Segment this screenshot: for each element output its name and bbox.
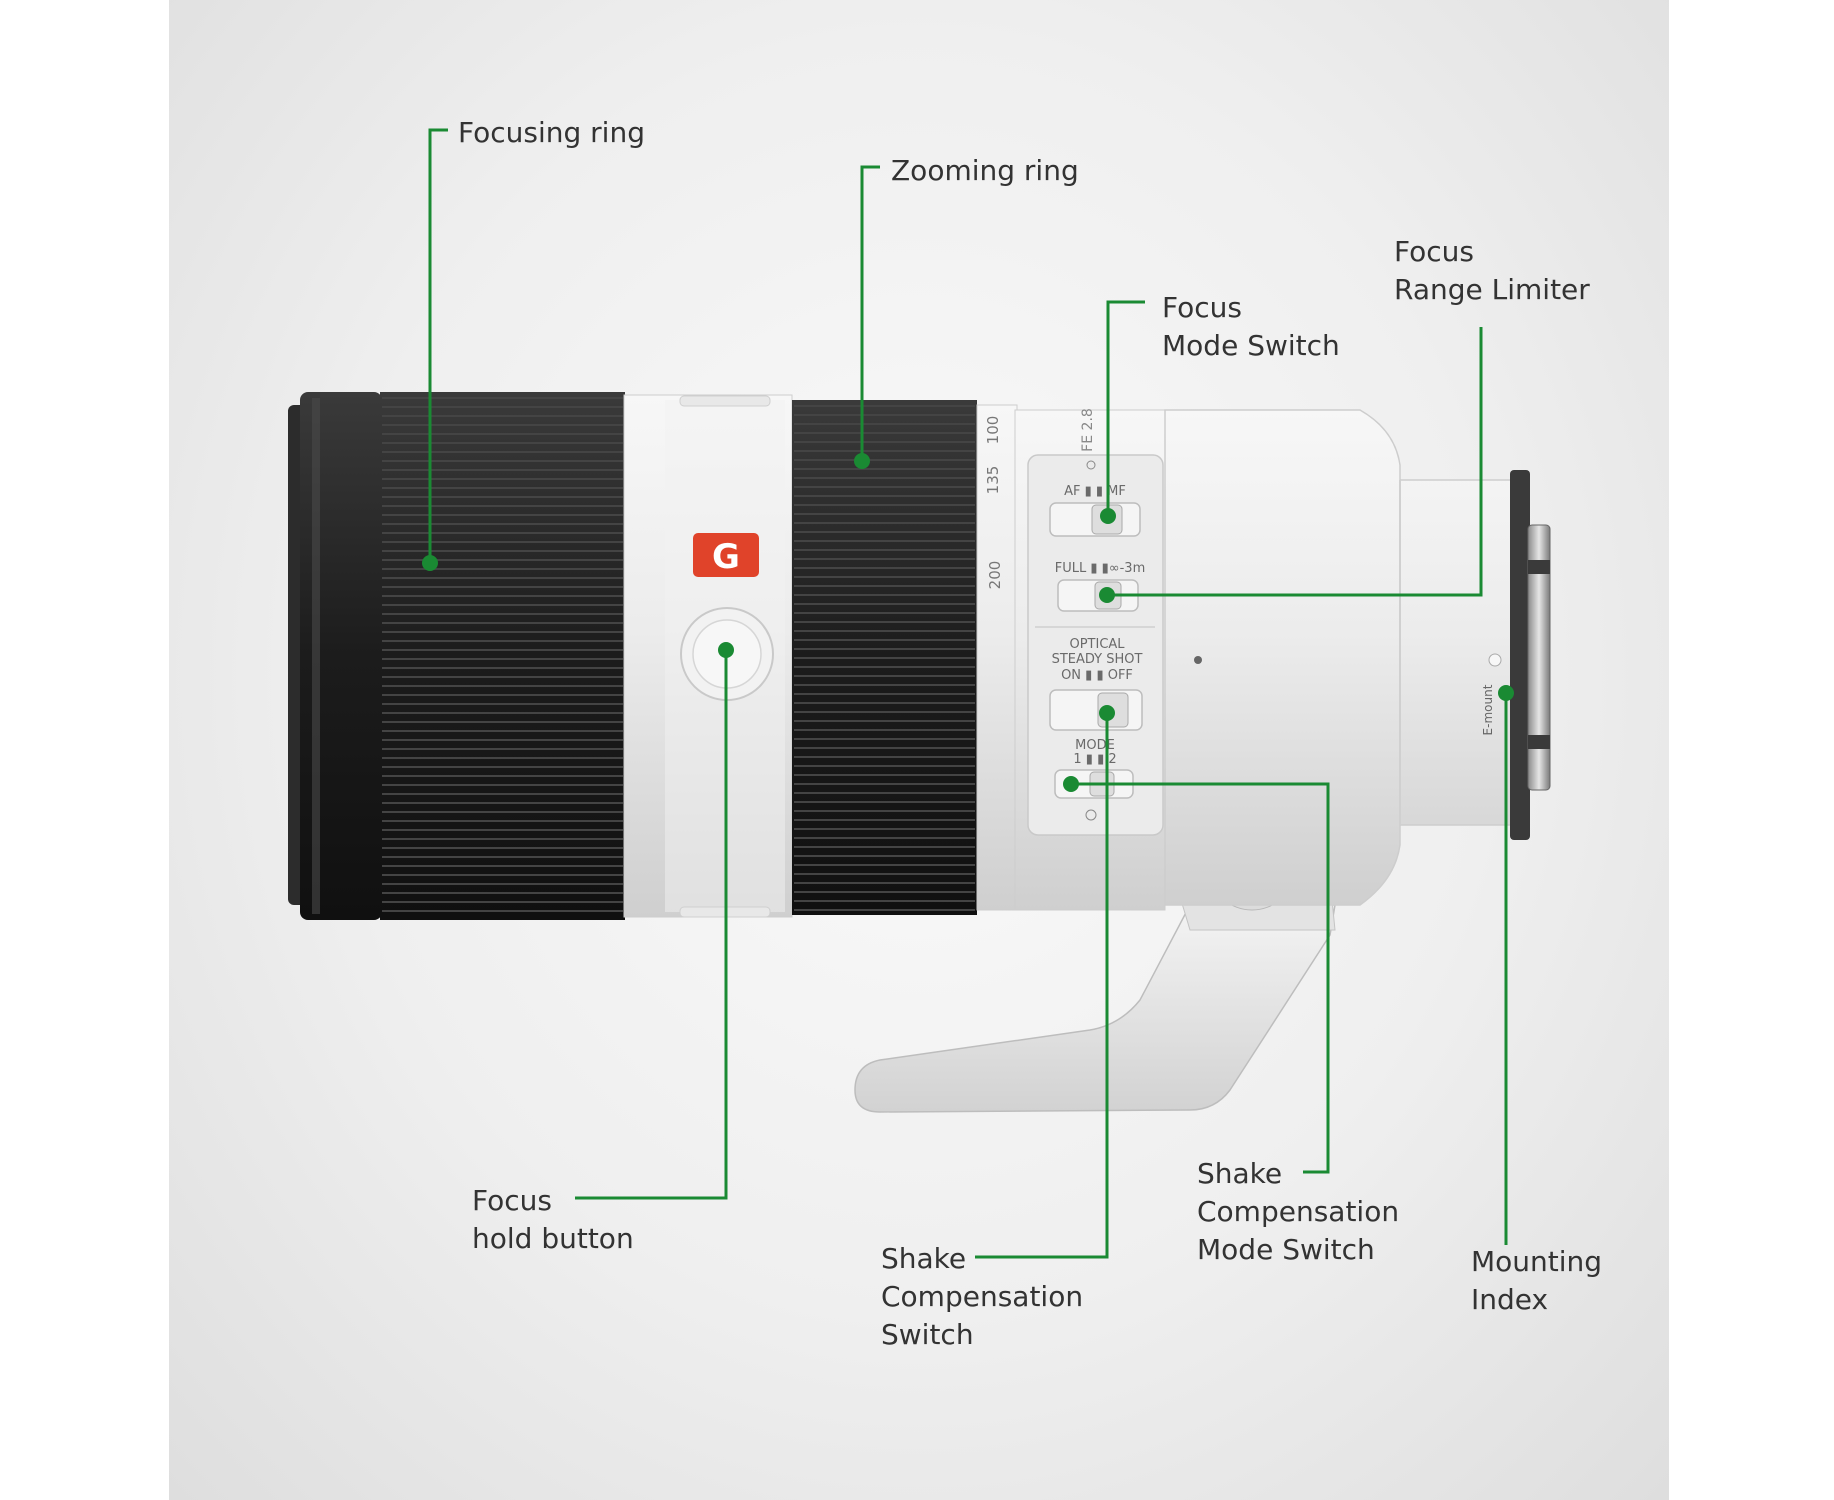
label-focus-hold-button: Focus hold button: [472, 1184, 634, 1255]
dot-focus-hold-button: [718, 642, 734, 658]
oss-text-1: OPTICAL: [1069, 637, 1125, 652]
panel-screw-icon: [1085, 809, 1097, 821]
label-focus-mode-switch: Focus Mode Switch: [1162, 291, 1340, 362]
label-mounting-index: Mounting Index: [1471, 1245, 1603, 1316]
leader-shake-compensation-switch: [975, 713, 1109, 1259]
leader-focusing-ring: [428, 128, 448, 563]
leader-focus-hold-button: [575, 650, 728, 1200]
mount-text: E-mount: [1481, 684, 1495, 735]
leader-lines: [428, 128, 1508, 1259]
label-shake-compensation-switch: Shake Compensation Switch: [881, 1242, 1084, 1351]
zooming-ring[interactable]: [792, 400, 977, 915]
dot-shake-compensation-switch: [1099, 705, 1115, 721]
focal-mark-100: 100: [984, 416, 1002, 445]
dot-focus-range-limiter: [1099, 587, 1115, 603]
dot-mounting-index: [1498, 685, 1514, 701]
g-badge-letter: G: [712, 537, 740, 577]
leader-focus-range-limiter: [1107, 327, 1483, 597]
dot-zooming-ring: [854, 453, 870, 469]
focal-mark-135: 135: [984, 466, 1002, 495]
dot-focusing-ring: [422, 555, 438, 571]
focal-mark-200: 200: [986, 561, 1004, 590]
focusing-ring-ribs: [382, 397, 623, 912]
dot-focus-mode-switch: [1100, 508, 1116, 524]
focusing-ring[interactable]: [380, 392, 625, 920]
focal-scale-section: 100 135 200: [976, 404, 1018, 911]
oss-text-3: ON ▮ ▮ OFF: [1061, 668, 1133, 683]
model-text: FE 2.8: [1080, 408, 1096, 452]
label-focus-range-limiter: Focus Range Limiter: [1394, 235, 1590, 306]
mode-text-1: MODE: [1075, 738, 1115, 753]
front-hood-ring: [288, 392, 382, 920]
dot-shake-compensation-mode-switch: [1063, 776, 1079, 792]
range-limiter-text: FULL ▮ ▮∞-3m: [1055, 561, 1146, 576]
mode-text-2: 1 ▮ ▮ 2: [1073, 752, 1116, 767]
leader-zooming-ring: [860, 165, 880, 461]
leader-focus-mode-switch: [1106, 300, 1145, 516]
zooming-ring-ribs: [794, 405, 975, 911]
switch-panel: AF ▮ ▮ MF FULL ▮ ▮∞-3m OPTICAL STEADY SH…: [1027, 454, 1164, 836]
focus-mode-switch-text: AF ▮ ▮ MF: [1064, 484, 1126, 499]
label-shake-compensation-mode-switch: Shake Compensation Mode Switch: [1197, 1157, 1400, 1266]
oss-text-2: STEADY SHOT: [1052, 652, 1143, 667]
label-focusing-ring: Focusing ring: [458, 116, 645, 149]
lens-mount: E-mount: [1481, 470, 1551, 840]
leader-dots: [422, 453, 1514, 792]
panel-screw-top-icon: [1086, 460, 1096, 470]
leader-shake-compensation-mode-switch: [1071, 782, 1330, 1174]
g-badge: G: [693, 533, 759, 577]
label-zooming-ring: Zooming ring: [891, 154, 1079, 187]
